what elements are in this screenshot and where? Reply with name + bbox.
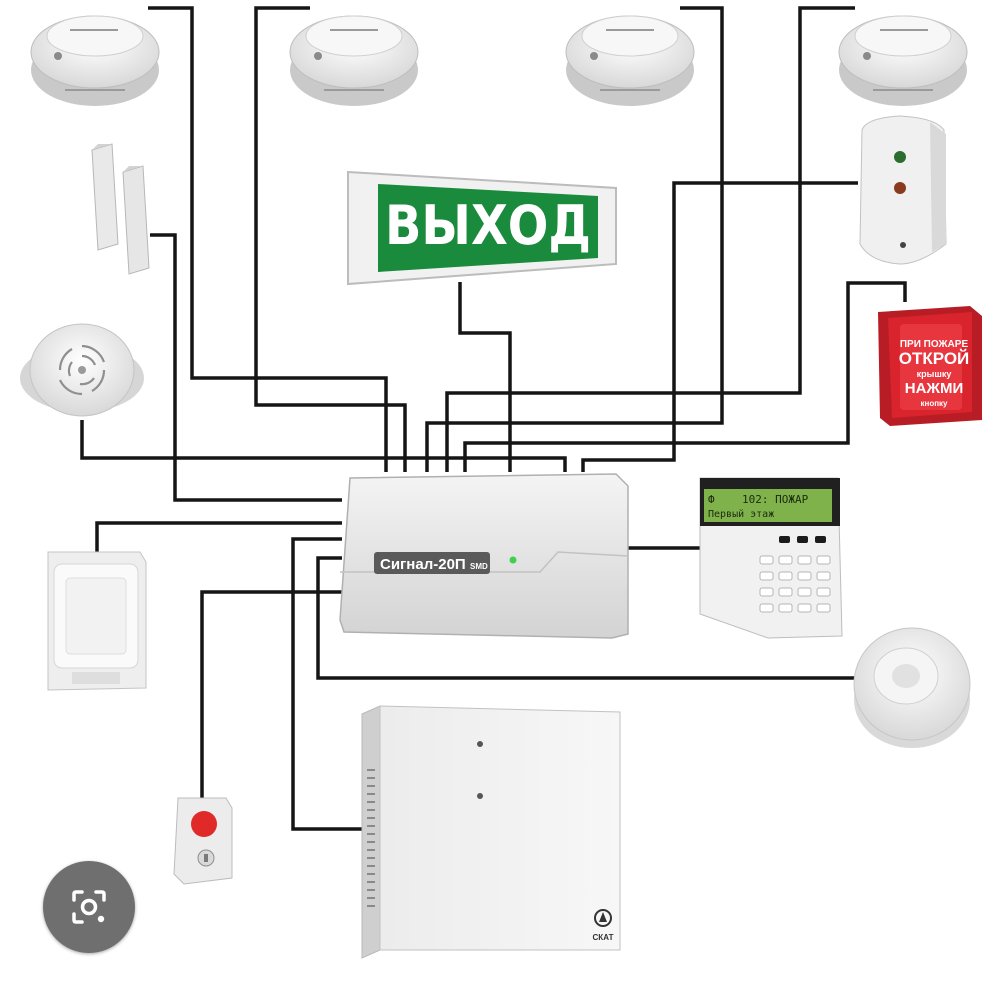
keypad: Ф 102: ПОЖАР Первый этаж xyxy=(699,477,843,639)
lcd-line1-left: Ф xyxy=(708,493,715,506)
call-point-line3: крышку xyxy=(917,369,952,379)
control-panel-label: Сигнал-20П xyxy=(380,556,466,573)
glass-break-detector xyxy=(859,115,947,265)
image-search-button[interactable] xyxy=(43,861,135,953)
smoke-detector-1 xyxy=(30,15,160,106)
siren xyxy=(20,323,144,417)
lcd-line2: Первый этаж xyxy=(708,508,774,520)
wire-panic-button xyxy=(200,590,342,800)
motion-detector xyxy=(47,551,147,691)
wire-power-supply xyxy=(291,537,362,831)
keypad-key-grid xyxy=(759,555,831,613)
wire-smoke-detector-3 xyxy=(425,6,724,472)
manual-call-point: ПРИ ПОЖАРЕ ОТКРОЙ крышку НАЖМИ кнопку xyxy=(878,306,982,426)
wire-ceiling-detector xyxy=(316,556,862,680)
wire-smoke-detector-2 xyxy=(254,6,407,472)
smoke-detector-2 xyxy=(289,15,419,106)
lcd-line1-right: 102: ПОЖАР xyxy=(742,493,809,506)
wire-exit-sign xyxy=(458,282,512,472)
wire-motion-detector xyxy=(95,521,342,552)
call-point-line5: кнопку xyxy=(920,399,948,408)
call-point-line1: ПРИ ПОЖАРЕ xyxy=(900,339,969,350)
power-led-icon xyxy=(509,556,517,564)
green-led-icon xyxy=(894,151,906,163)
wire-siren xyxy=(80,420,567,472)
door-contact-sensors xyxy=(91,143,150,275)
smoke-detector-4 xyxy=(838,15,968,106)
wire-smoke-detector-1 xyxy=(148,6,388,472)
control-panel: Сигнал-20П SMD xyxy=(339,473,629,639)
red-led-icon xyxy=(894,182,906,194)
ventilation-slots xyxy=(367,769,375,907)
wire-glass-break xyxy=(581,181,858,472)
exit-sign-text: ВЫХОД xyxy=(385,194,591,257)
red-button-icon xyxy=(191,811,217,837)
call-point-line4: НАЖМИ xyxy=(905,380,964,397)
power-supply-brand: СКАТ xyxy=(593,933,614,942)
smoke-detector-3 xyxy=(565,15,695,106)
keypad-lcd xyxy=(704,489,832,522)
wire-smoke-detector-4 xyxy=(445,6,855,472)
panic-button xyxy=(173,797,233,885)
exit-sign: ВЫХОД xyxy=(347,170,617,286)
image-search-icon xyxy=(72,890,106,924)
ceiling-motion-detector xyxy=(853,627,971,748)
wire-call-point xyxy=(463,281,907,472)
brand-logo-icon xyxy=(594,909,612,927)
call-point-line2: ОТКРОЙ xyxy=(899,349,970,368)
control-panel-label-suffix: SMD xyxy=(470,562,488,571)
wire-door-contacts xyxy=(150,233,342,502)
wires xyxy=(80,6,907,831)
power-supply-cabinet: СКАТ xyxy=(361,705,621,959)
